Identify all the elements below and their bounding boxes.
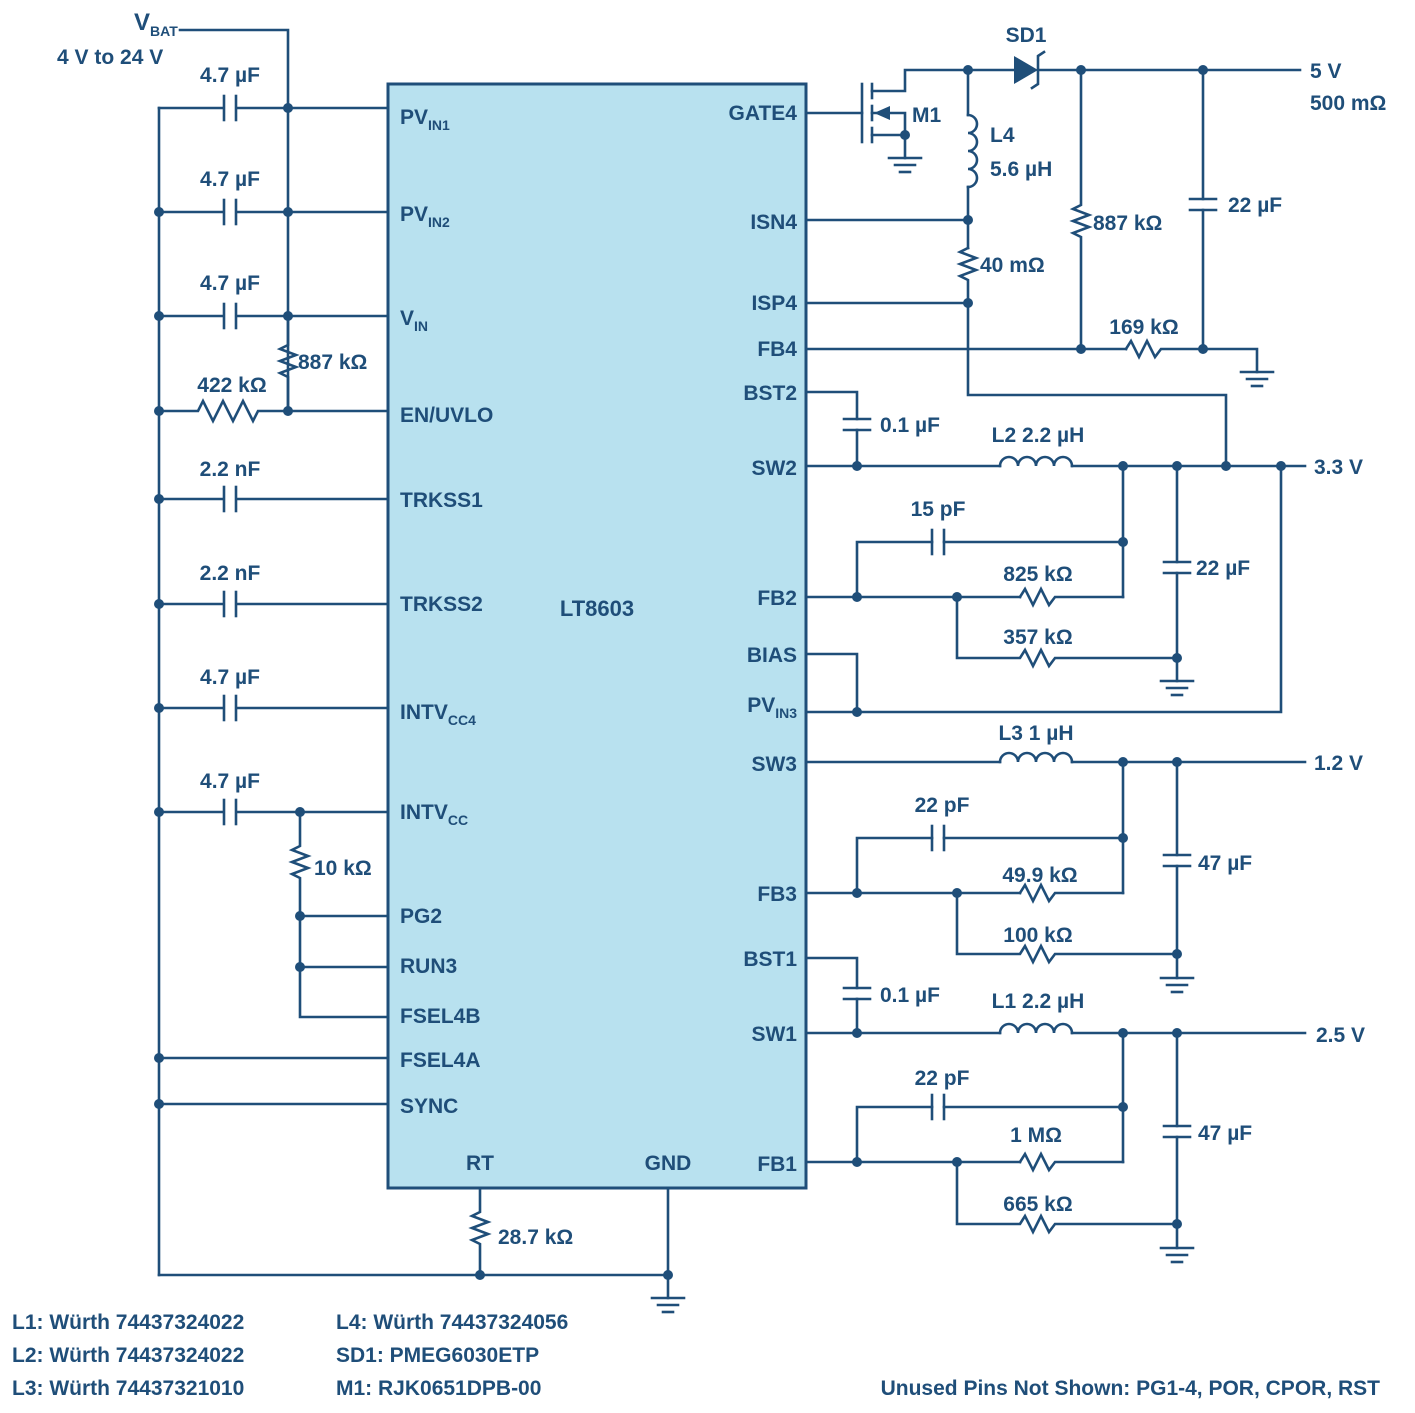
out1-voltage: 2.5 V: [1316, 1024, 1365, 1047]
right-pin-fb2: FB2: [757, 587, 797, 610]
right-pin-fb4: FB4: [757, 338, 797, 361]
c-intvcc4-label: 4.7 µF: [200, 666, 260, 689]
r-fb3-top-label: 49.9 kΩ: [1002, 864, 1077, 887]
buck-2v5-junctions: [852, 1028, 1182, 1229]
r-fb1-bot-label: 665 kΩ: [1003, 1193, 1072, 1216]
sd1-label: SD1: [1006, 24, 1047, 47]
right-pin-fb3: FB3: [757, 883, 797, 906]
left-pin-en-uvlo: EN/UVLO: [400, 404, 493, 427]
bom-l4: L4: Würth 74437324056: [336, 1311, 568, 1334]
c-bst1-label: 0.1 µF: [880, 984, 940, 1007]
r-pullup-label: 10 kΩ: [314, 857, 372, 880]
c-out3-label: 47 µF: [1198, 852, 1252, 875]
r-fb2-top-label: 825 kΩ: [1003, 563, 1072, 586]
pin-gnd: GND: [645, 1152, 692, 1175]
buck-3v3-section: [804, 390, 1307, 714]
left-junctions: [154, 103, 673, 1280]
r-en-bot-label: 422 kΩ: [197, 374, 266, 397]
c-out4-label: 22 µF: [1228, 194, 1282, 217]
right-pin-sw2: SW2: [751, 457, 797, 480]
l4-value-label: 5.6 µH: [990, 158, 1052, 181]
buck-3v3-junctions: [852, 461, 1286, 717]
c-trkss2-label: 2.2 nF: [200, 562, 261, 585]
right-pin-bst2: BST2: [743, 382, 797, 405]
l4-label: L4: [990, 124, 1015, 147]
left-pin-trkss2: TRKSS2: [400, 593, 483, 616]
c-out1-label: 47 µF: [1198, 1122, 1252, 1145]
left-pin-pg2: PG2: [400, 905, 442, 928]
left-pin-fsel4b: FSEL4B: [400, 1005, 481, 1028]
left-pin-fsel4a: FSEL4A: [400, 1049, 481, 1072]
left-pin-pvin1: PVIN1: [400, 106, 450, 133]
left-pin-run3: RUN3: [400, 955, 457, 978]
l2-label: L2 2.2 µH: [992, 424, 1085, 447]
c-ff1-label: 22 pF: [915, 1067, 970, 1090]
r-fb1-top-label: 1 MΩ: [1010, 1124, 1062, 1147]
r-fb4-bot-label: 169 kΩ: [1109, 316, 1178, 339]
buck-1v2-junctions: [852, 757, 1182, 959]
c-trkss1-label: 2.2 nF: [200, 458, 261, 481]
c-pvin2-label: 4.7 µF: [200, 168, 260, 191]
r-rt-label: 28.7 kΩ: [498, 1226, 573, 1249]
r-fb4-top-label: 887 kΩ: [1093, 212, 1162, 235]
right-pin-gate4: GATE4: [729, 102, 798, 125]
right-pin-isn4: ISN4: [750, 211, 797, 234]
bom-l2: L2: Würth 74437324022: [12, 1344, 244, 1367]
unused-pins-note: Unused Pins Not Shown: PG1-4, POR, CPOR,…: [881, 1377, 1381, 1400]
right-pin-fb1: FB1: [757, 1153, 797, 1176]
vbat-label: VBAT: [134, 9, 178, 39]
l3-label: L3 1 µH: [998, 722, 1073, 745]
l1-label: L1 2.2 µH: [992, 990, 1085, 1013]
right-pin-isp4: ISP4: [751, 292, 797, 315]
right-pin-bst1: BST1: [743, 948, 797, 971]
vbat-range-label: 4 V to 24 V: [57, 46, 163, 69]
ic-name: LT8603: [560, 596, 634, 621]
out3-voltage: 1.2 V: [1314, 752, 1363, 775]
r-sense-label: 40 mΩ: [980, 254, 1045, 277]
left-pin-intvcc4: INTVCC4: [400, 701, 476, 728]
r-fb3-bot-label: 100 kΩ: [1003, 924, 1072, 947]
c-intvcc-label: 4.7 µF: [200, 770, 260, 793]
boost-5v-section: [804, 50, 1302, 468]
c-ff2-label: 15 pF: [911, 498, 966, 521]
bom-l1: L1: Würth 74437324022: [12, 1311, 244, 1334]
c-vin-label: 4.7 µF: [200, 272, 260, 295]
c-pvin1-label: 4.7 µF: [200, 64, 260, 87]
m1-label: M1: [912, 104, 941, 127]
bom-m1: M1: RJK0651DPB-00: [336, 1377, 541, 1400]
left-pin-trkss1: TRKSS1: [400, 489, 483, 512]
bom-l3: L3: Würth 74437321010: [12, 1377, 244, 1400]
right-pin-sw3: SW3: [751, 753, 797, 776]
r-fb2-bot-label: 357 kΩ: [1003, 626, 1072, 649]
right-pin-sw1: SW1: [751, 1023, 797, 1046]
bom-sd1: SD1: PMEG6030ETP: [336, 1344, 539, 1367]
out4-resistance: 500 mΩ: [1310, 92, 1386, 115]
c-ff3-label: 22 pF: [915, 794, 970, 817]
out4-voltage: 5 V: [1310, 60, 1342, 83]
r-en-top-label: 887 kΩ: [298, 351, 367, 374]
lt8603-ic: [386, 82, 808, 1190]
right-pin-bias: BIAS: [747, 644, 797, 667]
boost-5v-junctions: [963, 65, 1208, 354]
buck-2v5-section: [804, 956, 1307, 1264]
c-out2-label: 22 µF: [1196, 557, 1250, 580]
buck-1v2-section: [804, 751, 1307, 994]
left-capacitor-plates: [222, 94, 238, 826]
c-bst2-label: 0.1 µF: [880, 414, 940, 437]
left-pin-sync: SYNC: [400, 1095, 458, 1118]
pin-rt: RT: [466, 1152, 494, 1175]
left-wiring: [157, 28, 686, 1314]
out2-voltage: 3.3 V: [1314, 456, 1363, 479]
